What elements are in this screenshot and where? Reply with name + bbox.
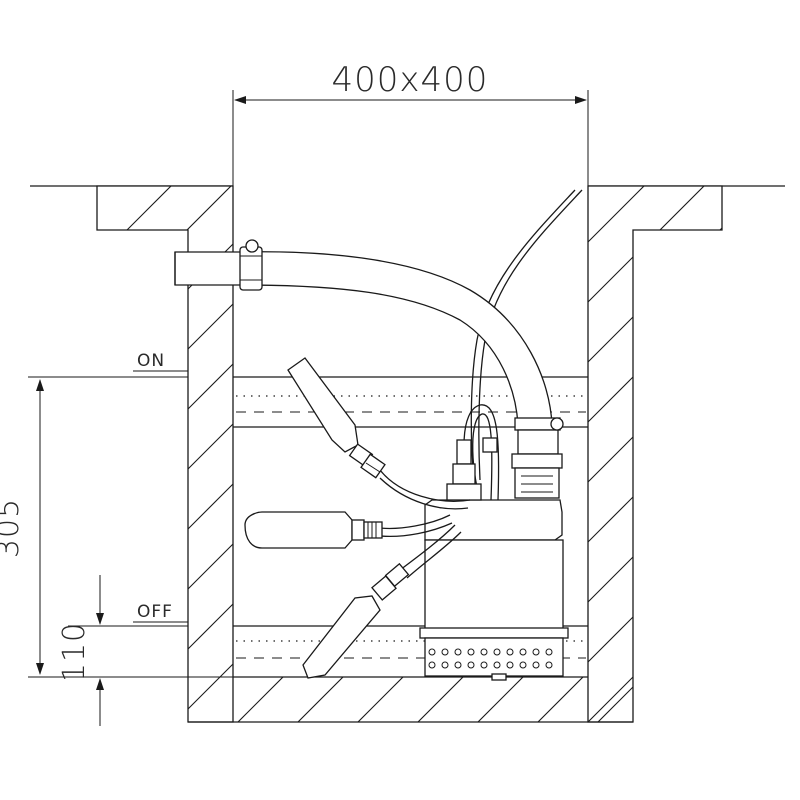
pit-floor: [188, 676, 633, 723]
pump-handle: [446, 404, 500, 501]
height-off-dimension-label: 110: [57, 622, 92, 682]
pump-strainer-holes: [428, 648, 553, 669]
float-switch-on: [287, 357, 386, 479]
float-switch-middle: [244, 511, 383, 549]
width-dimension-label: 400x400: [332, 60, 489, 100]
off-level-label: OFF: [137, 602, 173, 622]
pit-wall-left: [96, 185, 234, 723]
pump-outlet-coupling: [511, 417, 564, 499]
on-level-label: ON: [137, 351, 165, 371]
off-level-dimension: OFF 110: [28, 575, 233, 726]
pit-wall-right: [587, 185, 723, 723]
width-dimension: 400x400: [232, 60, 589, 186]
float-switch-cables: [379, 469, 471, 579]
height-on-dimension-label: 305: [0, 498, 26, 558]
hose-clamp-wall: [239, 239, 263, 291]
submersible-pump: [419, 499, 569, 681]
on-level-dimension: ON 305: [0, 351, 188, 675]
float-switch-off: [302, 562, 410, 679]
